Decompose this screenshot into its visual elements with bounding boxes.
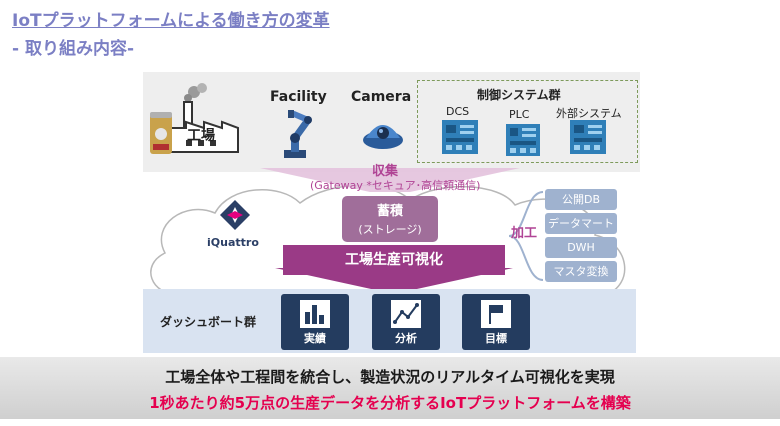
dashboard-label: ダッシュボート群 [160, 315, 257, 329]
dashboard-card-results[interactable]: 実績 [281, 294, 349, 350]
summary-line-1: 工場全体や工程間を統合し、製造状況のリアルタイム可視化を実現 [165, 368, 615, 386]
page-subtitle: - 取り組み内容- [12, 39, 135, 59]
iquattro-logo-icon [220, 200, 250, 230]
storage-box: 蓄積 (ストレージ) [342, 196, 438, 242]
visualize-bar: 工場生産可視化 [283, 245, 505, 275]
processing-bracket [508, 191, 544, 281]
storage-subtitle: (ストレージ) [358, 223, 422, 236]
collect-arrow [260, 168, 520, 192]
factory-icon [150, 83, 239, 154]
processing-item-data-mart: データマート [545, 213, 617, 234]
summary-line-2: 1秒あたり約5万点の生産データを分析するIoTプラットフォームを構築 [149, 394, 631, 412]
processing-item-public-db: 公開DB [545, 189, 617, 210]
flag-icon [481, 300, 511, 328]
camera-label: Camera [351, 89, 412, 105]
dashboard-card-analysis-label: 分析 [395, 332, 417, 345]
storage-title: 蓄積 [376, 204, 403, 219]
facility-label: Facility [270, 89, 327, 105]
dcs-device-icon [442, 120, 478, 154]
factory-label: 工場 [187, 128, 215, 144]
processing-label: 加工 [511, 226, 538, 241]
summary-banner [0, 357, 780, 419]
external-system-device-icon [570, 120, 606, 154]
robot-arm-icon [284, 110, 312, 158]
dashboard-card-results-label: 実績 [304, 332, 326, 345]
control-system-group-label: 制御システム群 [477, 88, 561, 102]
bar-chart-icon [300, 300, 330, 328]
plc-label: PLC [509, 108, 530, 121]
dashboard-card-analysis[interactable]: 分析 [372, 294, 440, 350]
external-system-label: 外部システム [556, 107, 622, 120]
line-chart-icon [391, 300, 421, 328]
plc-device-icon [506, 124, 540, 156]
camera-icon [363, 125, 403, 149]
device-band [143, 72, 640, 172]
collect-label: 収集 [372, 164, 399, 179]
gateway-label: (Gateway *セキュア･高信頼通信) [310, 179, 481, 192]
dcs-label: DCS [446, 105, 470, 118]
dashboard-card-target-label: 目標 [485, 332, 507, 345]
control-system-group-box [417, 80, 638, 163]
dashboard-card-target[interactable]: 目標 [462, 294, 530, 350]
processing-item-master-conversion: マスタ変換 [545, 261, 617, 282]
iquattro-logo-text: iQuattro [207, 236, 259, 249]
page-title: IoTプラットフォームによる働き方の変革 [12, 11, 330, 31]
processing-item-dwh: DWH [545, 237, 617, 258]
